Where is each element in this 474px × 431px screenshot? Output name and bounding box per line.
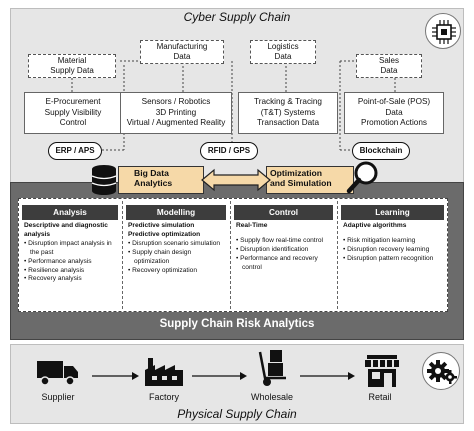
node-factory: Factory [148, 392, 179, 402]
truck-icon [37, 361, 78, 386]
node-retail: Retail [368, 392, 392, 402]
hand-truck-icon [258, 350, 286, 386]
node-supplier: Supplier [41, 392, 75, 402]
analytics-title: Supply Chain Risk Analytics [159, 318, 315, 330]
pill-erp-aps: ERP / APS [48, 142, 102, 160]
column-divider [122, 201, 123, 309]
double-arrow-icon [201, 168, 271, 192]
column-body-analysis: Descriptive and diagnostic analysis Disr… [24, 222, 118, 284]
cyber-title: Cyber Supply Chain [183, 10, 291, 24]
circuit-icon [425, 13, 461, 49]
column-divider [230, 201, 231, 309]
column-body-modelling: Predictive simulation Predictive optimiz… [128, 222, 226, 275]
pill-rfid-gps: RFID / GPS [200, 142, 258, 160]
column-head-modelling: Modelling [126, 205, 226, 220]
column-head-control: Control [234, 205, 333, 220]
big-data-label-box [118, 166, 204, 194]
factory-icon [145, 358, 183, 386]
node-wholesale: Wholesale [250, 392, 294, 402]
database-icon [91, 165, 117, 195]
column-body-control: Real-Time Supply flow real-time control … [236, 222, 332, 273]
magnifier-icon [346, 161, 378, 194]
column-divider [337, 201, 338, 309]
column-head-learning: Learning [341, 205, 444, 220]
gears-icon [422, 352, 460, 390]
column-body-learning: Adaptive algorithms Risk mitigation lear… [343, 222, 443, 264]
physical-title: Physical Supply Chain [177, 407, 297, 421]
column-head-analysis: Analysis [22, 205, 118, 220]
store-icon [365, 355, 399, 387]
pill-blockchain: Blockchain [352, 142, 410, 160]
